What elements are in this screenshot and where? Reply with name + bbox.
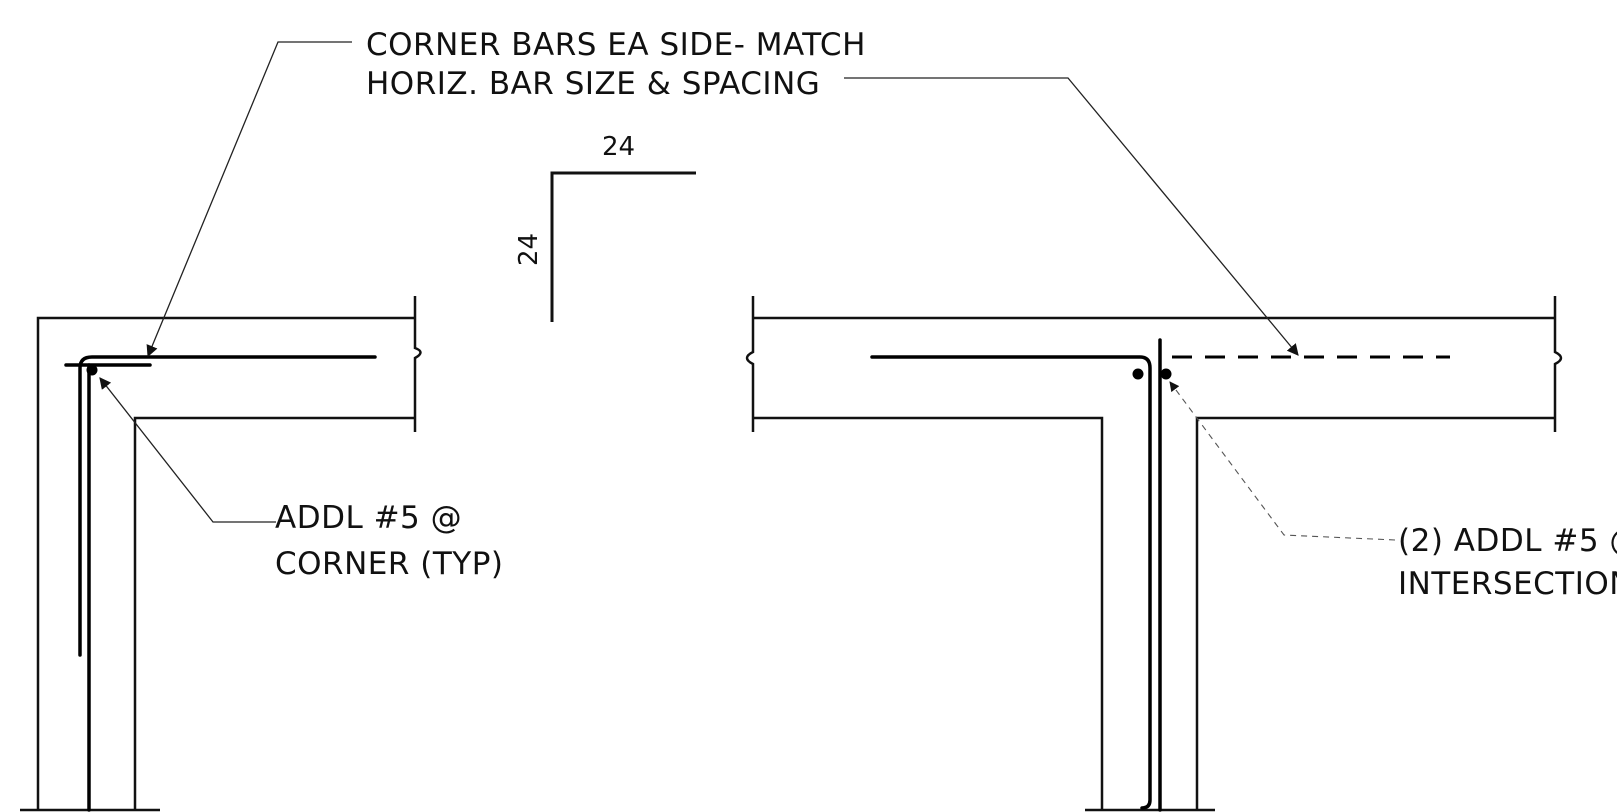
corner-addl-bar-dot [86, 364, 98, 376]
addl-corner-leader [99, 377, 276, 523]
corner-bars-leader-right [844, 77, 1299, 356]
leader-lines [99, 41, 1396, 541]
intersection-bottom-edge-left [753, 416, 1104, 810]
annotations: CORNER BARS EA SIDE- MATCH HORIZ. BAR SI… [275, 27, 1617, 602]
addl-corner-note-line1: ADDL #5 @ [275, 500, 462, 536]
addl-intersection-note-line2: INTERSECTION [1398, 566, 1617, 602]
corner-break-line [413, 296, 422, 432]
corner-bars-note-line1: CORNER BARS EA SIDE- MATCH [366, 27, 866, 63]
corner-wall-outer-edge [36, 316, 415, 810]
intersection-bottom-edge-right [1195, 416, 1555, 810]
corner-bars-note-line2: HORIZ. BAR SIZE & SPACING [366, 66, 820, 102]
addl-intersection-note-line1: (2) ADDL #5 @ [1398, 523, 1617, 559]
dimension-vertical-label: 24 [514, 233, 544, 266]
dimension-horizontal-label: 24 [602, 132, 635, 162]
intersection-break-line-left [745, 296, 755, 432]
addl-corner-note-line2: CORNER (TYP) [275, 546, 504, 582]
intersection-bar-bent [870, 355, 1152, 810]
intersection-break-line-right [1553, 296, 1563, 432]
dimension-lines [550, 171, 696, 322]
corner-bars-leader-left [146, 41, 352, 358]
intersection-addl-bar-dot-right [1160, 368, 1172, 380]
addl-intersection-leader [1169, 381, 1396, 541]
corner-bar-bent [78, 355, 377, 657]
corner-wall-detail [20, 296, 422, 812]
corner-wall-inner-edge [133, 416, 415, 810]
dimension-symbol: 24 24 [514, 132, 696, 322]
intersection-addl-bar-dot-left [1132, 368, 1144, 380]
